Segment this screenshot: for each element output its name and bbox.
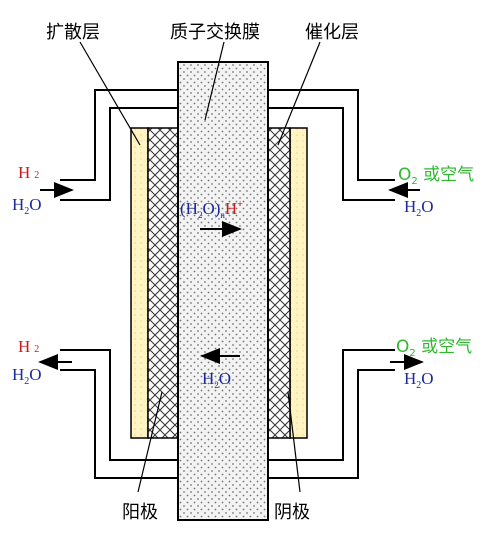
anode-diffusion-layer [130,127,149,439]
cathode-diffusion-layer [289,127,308,439]
back-diffusion-water-label: H2O [202,369,231,390]
membrane-leader [204,41,225,121]
membrane-label: 质子交换膜 [170,22,260,43]
anode-outlet-h2o: H2O [12,365,42,387]
cathode-catalyst-layer [267,127,291,439]
cathode-leader [287,391,301,493]
cathode-label: 阴极 [274,502,310,523]
hydrated-proton-label: (H2O)nH+ [180,199,243,220]
catalyst-leader [277,41,321,146]
cathode-housing [268,89,395,479]
diffusion-leader [79,41,141,146]
catalyst-layer-label: 催化层 [305,22,359,43]
proton-exchange-membrane [177,61,269,521]
anode-leader [137,391,163,493]
cathode-outlet-o2: O2 或空气 [396,337,472,359]
diffusion-layer-label: 扩散层 [46,22,100,43]
cathode-inlet-o2: O2 或空气 [398,165,474,187]
cathode-outlet-h2o: H2O [404,369,434,391]
cathode-inlet-h2o: H2O [404,197,434,219]
anode-housing [60,89,178,479]
anode-inlet-h2o: H2O [12,195,42,217]
anode-catalyst-layer [147,127,179,439]
anode-label: 阳极 [122,502,158,523]
